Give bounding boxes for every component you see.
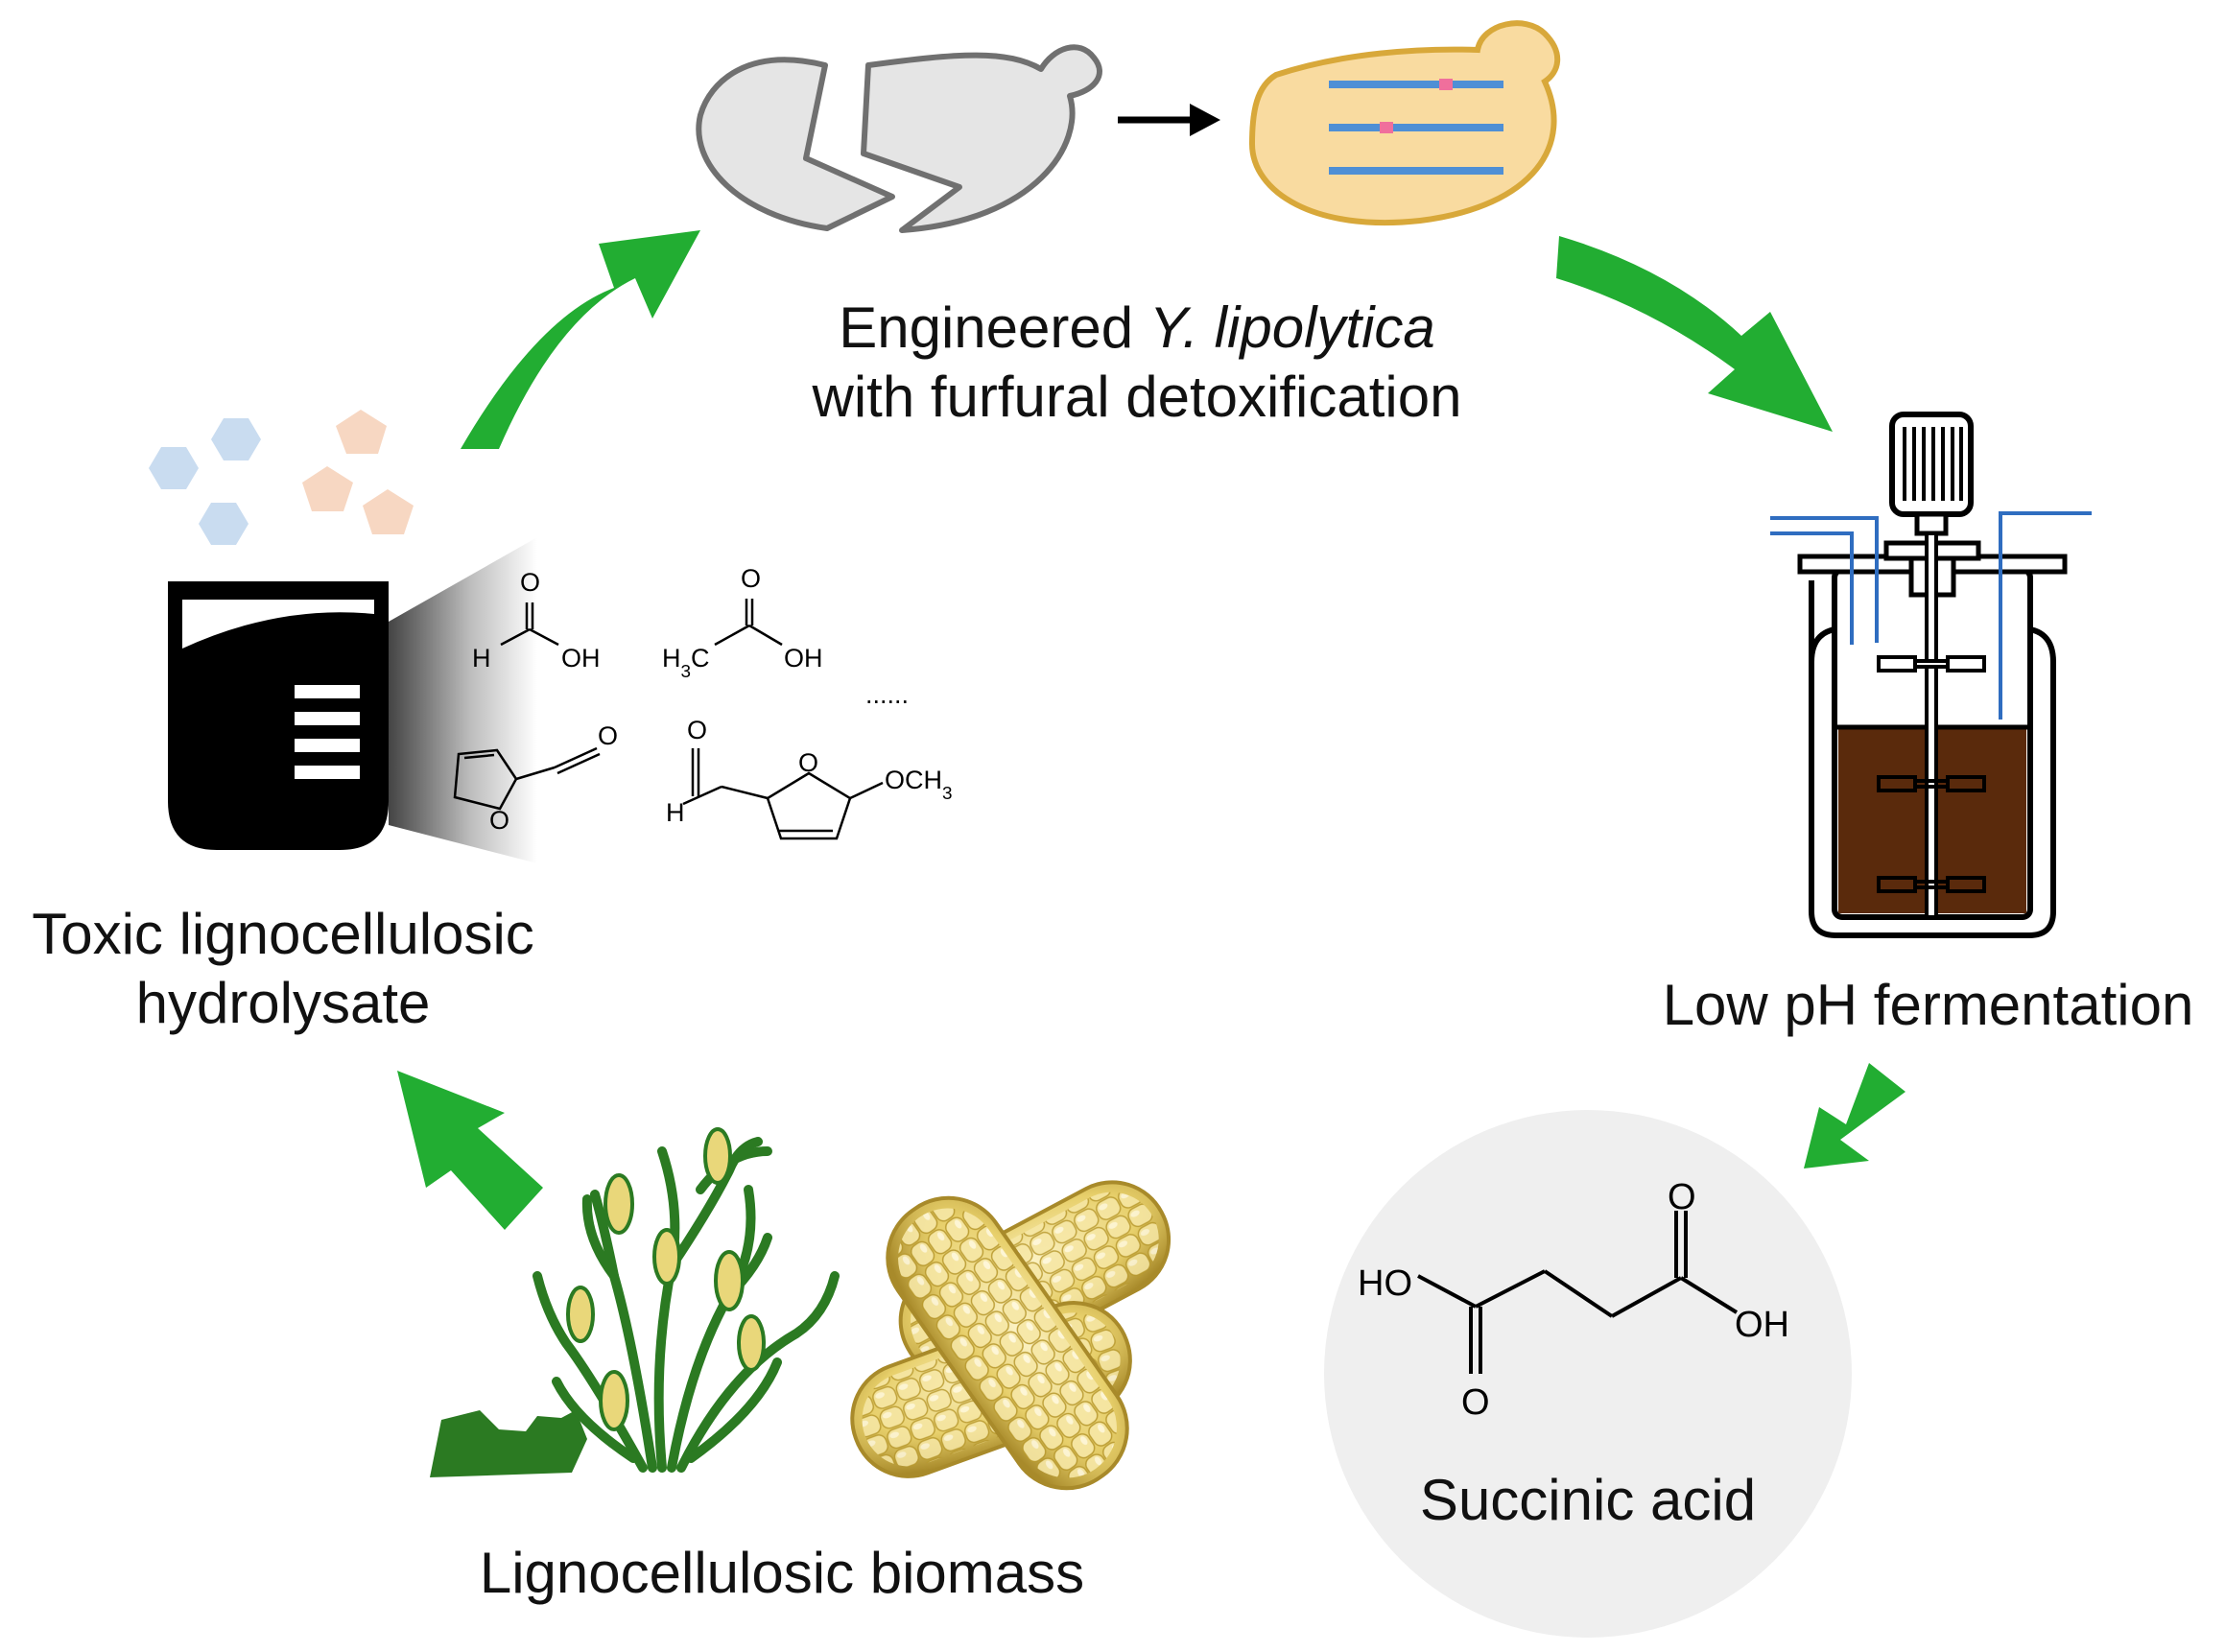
arrow-hydrolysate-to-yeast [461,230,700,449]
furfural-ring-o-label: O [489,806,509,835]
formic-h-label: H [472,644,491,673]
impeller-bottom [1877,876,1986,893]
succinic-acid-structure [1417,1211,1739,1374]
arrow-body [461,230,700,449]
acetic-o-label: O [741,564,761,593]
corn-ear [604,1173,634,1235]
formic-acid-structure [500,602,559,647]
mutation-mark-2 [1380,122,1393,133]
transform-arrow-icon [1118,104,1220,136]
hydrolysate-label-line1: Toxic lignocellulosic [32,902,534,966]
cell-fragment-right [861,44,1102,233]
succinic-ho-label: HO [1358,1263,1412,1304]
hmf-h-label: H [666,798,685,827]
product-label: Succinic acid [1419,1468,1757,1532]
hydrolysate-label-line2: hydrolysate [135,971,431,1035]
succinic-bottom-o-label: O [1461,1382,1490,1423]
hexose-icon [211,418,261,460]
succinic-top-o-label: O [1668,1177,1696,1217]
corn-cob-icon [850,1180,1172,1491]
engineered-label-line1: Engineered Y. lipolytica [758,294,1516,363]
corn-ear [703,1127,732,1185]
arrow-reactor-to-product [1804,1063,1905,1168]
species-name: Y. lipolytica [1148,295,1435,360]
furfural-structure [453,746,601,811]
acetic-h3c-label: H3C [662,644,710,682]
corn-ear [737,1314,766,1372]
pentose-icon [336,410,387,454]
succinic-oh-label: OH [1735,1305,1789,1345]
cell-fragment-left [696,57,895,231]
arrow-biomass-to-hydrolysate [397,1071,543,1230]
impeller-top [1877,655,1986,673]
engineered-label-line2: with furfural detoxification [812,365,1462,429]
hmf-aldehyde-o-label: O [687,716,707,744]
hexose-icon [149,447,199,489]
engineered-yeast-cell-icon [1248,20,1561,226]
arrow-body [397,1071,543,1230]
reactor-pipes [1770,511,2092,720]
arrow-yeast-to-reactor [1556,236,1833,432]
stirrer-shaft [1925,531,1938,919]
fermentation-label: Low pH fermentation [1662,973,2194,1037]
product-circle [1324,1110,1852,1638]
impeller-middle [1877,775,1986,792]
corn-ear [652,1228,681,1286]
hmf-structure [682,748,884,840]
hmf-ring-o-label: O [798,748,818,777]
beaker-icon [168,581,389,850]
engineered-strain-label: Engineered Y. lipolytica with furfural d… [758,294,1516,432]
arrow-body [1804,1063,1905,1168]
engineered-label-prefix: Engineered [839,295,1149,360]
biomass-label: Lignocellulosic biomass [479,1541,1085,1605]
formic-oh-label: OH [561,644,601,673]
formic-o-label: O [520,568,540,597]
hmf-och3-label: OCH3 [885,766,953,804]
arrow-body [1556,236,1833,432]
ground-leaf-litter [430,1410,587,1477]
furfural-aldehyde-o-label: O [598,721,618,750]
magnification-cone [389,537,537,863]
cell-body [1248,20,1561,226]
pentose-icon [302,466,353,511]
bioreactor-icon [1770,412,2092,938]
corn-plant-icon [430,1127,840,1477]
more-compounds-ellipsis: ...... [865,680,909,709]
mutation-mark-1 [1439,79,1453,90]
acetic-oh-label: OH [784,644,823,673]
sugar-molecules [149,410,414,545]
corn-ear [599,1370,629,1431]
hexose-icon [199,503,249,545]
pentose-icon [363,489,414,534]
corn-ear [714,1250,745,1311]
acetic-acid-structure [714,599,783,647]
broken-yeast-cell-icon [696,44,1102,233]
corn-ear [566,1286,595,1343]
hydrolysate-label: Toxic lignocellulosic hydrolysate [0,900,566,1038]
